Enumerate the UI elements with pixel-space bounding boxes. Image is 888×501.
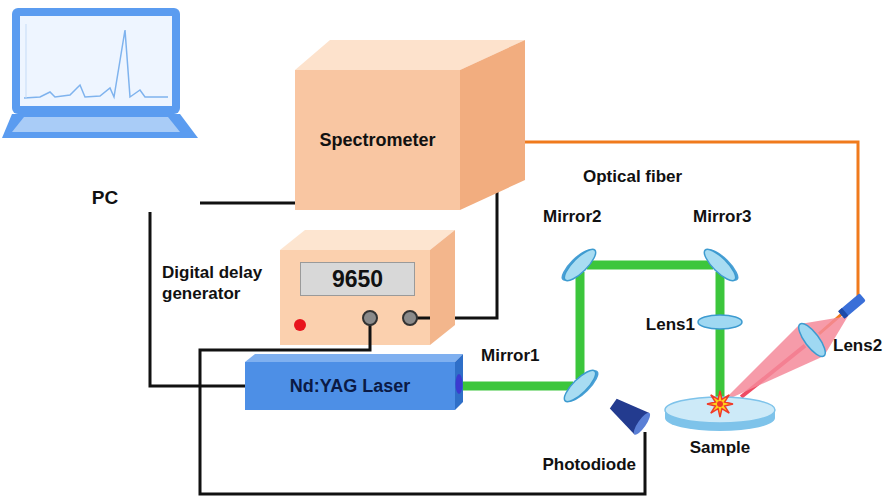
plasma-core [717, 401, 723, 407]
laptop-icon [2, 8, 198, 138]
lens-icon [794, 320, 829, 360]
laptop-base [2, 114, 198, 138]
signal-wire [200, 202, 295, 205]
mirror: Mirror3 [713, 258, 727, 272]
part-label: Mirror1 [481, 345, 540, 366]
mirror-face [700, 245, 740, 285]
laser-box [245, 354, 463, 410]
fiber-probe-tip [838, 308, 848, 319]
part-label: Lens1 [646, 314, 695, 335]
photodiode-icon [606, 393, 653, 437]
photodiode: Photodiode [602, 396, 654, 432]
laser-top [245, 354, 463, 362]
lens: Lens2 [805, 333, 819, 347]
laptop-keyboard [12, 117, 180, 132]
spectrometer-front [295, 70, 460, 210]
device-label: Nd:YAG Laser [290, 375, 410, 398]
device-label: Digital delay generator [162, 262, 276, 305]
laser-beam [716, 272, 725, 315]
laser-beam [587, 261, 713, 270]
delay-generator-box: Digital delay generator9650 [280, 250, 430, 345]
laser-box: Nd:YAG Laser [245, 362, 455, 410]
part-label: Photodiode [543, 454, 636, 475]
laptop-screen [20, 16, 172, 106]
screen-spectrum [24, 30, 168, 98]
part-label: Mirror2 [543, 206, 602, 227]
part-label: Lens2 [833, 335, 882, 356]
laser-aperture [456, 374, 463, 394]
part-label: Sample [665, 437, 775, 458]
delay-generator-top [280, 230, 455, 250]
output-jack [363, 311, 377, 325]
sample: Sample [665, 397, 775, 431]
device-label: Spectrometer [319, 129, 435, 152]
laser-front [245, 362, 455, 410]
spectrometer-box: Spectrometer [295, 70, 460, 210]
lens-shape [794, 320, 829, 360]
mirror: Mirror2 [573, 258, 587, 272]
lens: Lens1 [713, 315, 727, 329]
lens-shape [698, 315, 742, 329]
laser-side [455, 354, 463, 410]
computer: PC [0, 8, 200, 212]
mirror-face [560, 245, 600, 285]
photodiode-window [631, 411, 652, 437]
display-readout: 9650 [300, 262, 415, 296]
power-led [294, 319, 306, 331]
screen-axis [26, 24, 27, 98]
computer-label: PC [50, 186, 160, 210]
mirror-icon [560, 365, 602, 407]
mirror-face [560, 366, 600, 406]
mirror-icon [557, 244, 599, 286]
lens-icon [698, 315, 742, 329]
laser-beam [455, 382, 573, 391]
mirror-icon [700, 244, 742, 286]
fiber-probe [838, 293, 866, 319]
spectrometer-side [460, 40, 525, 210]
edge-label: Optical fiber [583, 166, 682, 187]
delay-generator-box [280, 230, 455, 345]
laser-beam [576, 272, 585, 379]
laser-beam [716, 329, 725, 397]
plasma-spark [707, 391, 733, 417]
output-jack [403, 311, 417, 325]
fiber-probe-body [838, 293, 866, 319]
spectrometer-box [295, 40, 525, 210]
mirror: Mirror1 [573, 379, 587, 393]
delay-generator-front [280, 250, 430, 345]
laptop-screen-frame [12, 8, 180, 114]
delay-generator-side [430, 230, 455, 345]
part-label: Mirror3 [693, 206, 752, 227]
